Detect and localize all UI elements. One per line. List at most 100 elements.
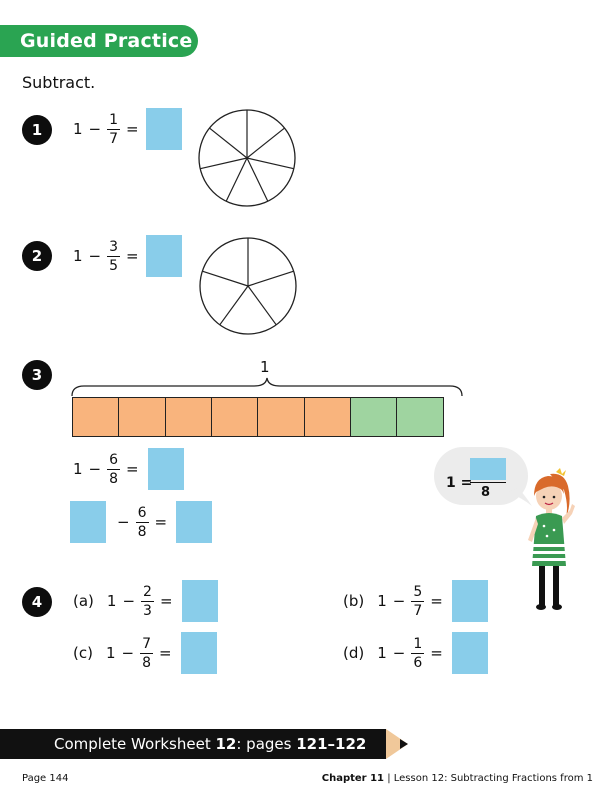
bar-cell-orange bbox=[257, 397, 305, 437]
q4d-expression: (d) 1 − 1 6 = bbox=[340, 632, 488, 674]
q4c-answer-box[interactable] bbox=[180, 632, 217, 674]
bar-cell-green bbox=[396, 397, 444, 437]
q4b-answer-box[interactable] bbox=[451, 580, 488, 622]
q2-denominator: 5 bbox=[107, 255, 121, 274]
bar-cell-orange bbox=[164, 397, 213, 437]
q4d-numerator: 1 bbox=[413, 635, 423, 652]
q4c-fraction: 7 8 bbox=[140, 637, 153, 670]
q2-numerator: 3 bbox=[109, 238, 119, 255]
q1-circle-divider bbox=[246, 127, 285, 159]
footer-prefix: Complete Worksheet bbox=[54, 735, 216, 753]
q2-circle-divider bbox=[247, 285, 277, 326]
q2-circle-divider bbox=[202, 270, 249, 287]
q4c-equals: = bbox=[159, 644, 172, 662]
q3-line1-minus: − bbox=[88, 460, 102, 478]
footer-pages: 121–122 bbox=[296, 735, 367, 753]
q4d-equals: = bbox=[430, 644, 443, 662]
question-number-2: 2 bbox=[22, 241, 52, 271]
q3-line2-minus: − bbox=[117, 513, 130, 531]
bar-cell-orange bbox=[118, 397, 166, 437]
question-number-1: 1 bbox=[22, 115, 52, 145]
q4d-answer-box[interactable] bbox=[451, 632, 488, 674]
q4b-equals: = bbox=[430, 592, 443, 610]
q1-circle-diagram bbox=[198, 109, 296, 207]
q4c-expression: (c) 1 − 7 8 = bbox=[70, 632, 217, 674]
q2-circle-divider bbox=[247, 270, 294, 287]
q1-answer-box[interactable] bbox=[145, 108, 182, 150]
bubble-fraction-line bbox=[470, 482, 506, 483]
q4d-denominator: 6 bbox=[411, 652, 425, 671]
q4b-denominator: 7 bbox=[411, 600, 425, 619]
q4a-fraction: 2 3 bbox=[141, 585, 154, 618]
footer-worksheet-number: 12 bbox=[215, 735, 237, 753]
q3-line2-equals: = bbox=[154, 513, 168, 531]
q4b-label: (b) bbox=[343, 592, 365, 610]
q1-circle-divider bbox=[246, 157, 269, 202]
q2-circle-divider bbox=[219, 285, 249, 326]
worksheet-footer: Complete Worksheet 12: pages 121–122 bbox=[0, 729, 386, 759]
q4c-numerator: 7 bbox=[142, 635, 151, 652]
q3-line1-equals: = bbox=[126, 460, 139, 478]
q3-line1-numerator: 6 bbox=[109, 451, 119, 468]
chapter-lesson-label: Chapter 11 | Lesson 12: Subtracting Frac… bbox=[322, 773, 593, 784]
q1-fraction: 1 7 bbox=[107, 111, 121, 147]
q3-line1-fraction: 6 8 bbox=[107, 451, 121, 487]
q2-whole: 1 bbox=[73, 247, 83, 265]
q1-denominator: 7 bbox=[107, 128, 121, 147]
bar-cell-green bbox=[349, 397, 398, 437]
bubble-denominator: 8 bbox=[481, 485, 491, 500]
q4b-numerator: 5 bbox=[413, 583, 423, 600]
q3-line1: 1 − 6 8 = bbox=[70, 448, 184, 490]
q3-line1-answer-box[interactable] bbox=[147, 448, 184, 490]
q2-equals: = bbox=[126, 247, 139, 265]
q3-line2-answer-box[interactable] bbox=[176, 501, 213, 543]
bubble-answer-box[interactable] bbox=[470, 458, 506, 480]
curly-brace bbox=[71, 377, 463, 397]
q1-expression: 1 − 1 7 = bbox=[70, 108, 182, 150]
q4b-fraction: 5 7 bbox=[411, 583, 425, 619]
q3-line1-whole: 1 bbox=[73, 460, 83, 478]
section-banner: Guided Practice bbox=[0, 25, 198, 57]
fraction-bar bbox=[72, 397, 444, 437]
q4c-label: (c) bbox=[73, 644, 93, 662]
q4a-expression: (a) 1 − 2 3 = bbox=[70, 580, 218, 622]
question-number-4: 4 bbox=[22, 587, 52, 617]
speech-bubble-tail bbox=[508, 488, 532, 506]
q2-answer-box[interactable] bbox=[145, 235, 182, 277]
q3-line2-denominator: 8 bbox=[135, 521, 149, 540]
q4a-numerator: 2 bbox=[143, 583, 152, 600]
q4d-label: (d) bbox=[343, 644, 365, 662]
q4d-fraction: 1 6 bbox=[411, 635, 425, 671]
q1-minus: − bbox=[88, 120, 102, 138]
q4d-minus: − bbox=[392, 644, 406, 662]
question-number-3: 3 bbox=[22, 360, 52, 390]
q1-numerator: 1 bbox=[109, 111, 119, 128]
q4c-denominator: 8 bbox=[140, 652, 153, 671]
q2-circle-diagram bbox=[199, 237, 297, 335]
q1-circle-divider bbox=[225, 157, 248, 202]
lesson-label: | Lesson 12: Subtracting Fractions from … bbox=[384, 773, 593, 784]
q4a-answer-box[interactable] bbox=[181, 580, 218, 622]
chapter-label: Chapter 11 bbox=[321, 773, 385, 784]
q4a-equals: = bbox=[159, 592, 173, 610]
q2-expression: 1 − 3 5 = bbox=[70, 235, 182, 277]
bar-cell-orange bbox=[210, 397, 259, 437]
q2-fraction: 3 5 bbox=[107, 238, 121, 274]
q4c-minus: − bbox=[121, 644, 135, 662]
q2-minus: − bbox=[88, 247, 102, 265]
q3-line1-denominator: 8 bbox=[107, 468, 121, 487]
q1-circle-divider bbox=[209, 127, 248, 159]
q4a-denominator: 3 bbox=[141, 600, 154, 619]
bubble-lhs: 1 = bbox=[446, 475, 473, 491]
q4c-whole: 1 bbox=[105, 644, 116, 662]
q4d-whole: 1 bbox=[377, 644, 387, 662]
q4b-whole: 1 bbox=[377, 592, 387, 610]
q1-circle-divider bbox=[246, 157, 294, 170]
pencil-tip-icon bbox=[386, 729, 408, 759]
bar-cell-orange bbox=[303, 397, 352, 437]
q1-whole: 1 bbox=[73, 120, 83, 138]
q1-equals: = bbox=[126, 120, 139, 138]
q4b-expression: (b) 1 − 5 7 = bbox=[340, 580, 488, 622]
q3-line2-first-box[interactable] bbox=[70, 501, 106, 543]
q4a-label: (a) bbox=[73, 592, 94, 610]
